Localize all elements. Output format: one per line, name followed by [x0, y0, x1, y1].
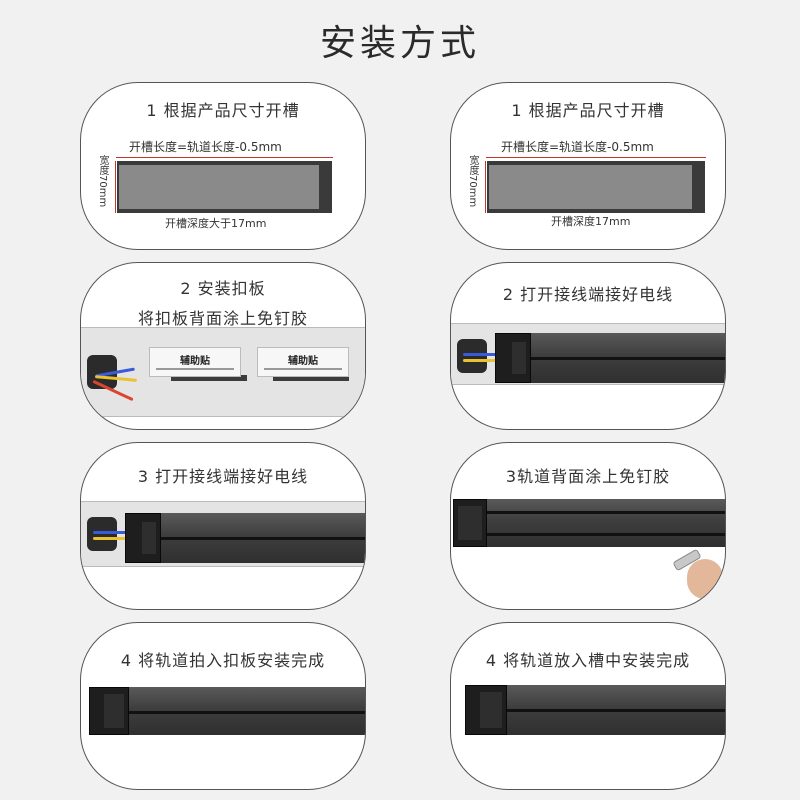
dimension-length-label: 开槽长度=轨道长度-0.5mm	[501, 140, 654, 154]
end-cap-panel	[458, 506, 482, 540]
hand	[687, 559, 723, 599]
rail-slot	[127, 711, 365, 714]
end-cap-panel	[104, 694, 124, 728]
sticker-fine-print	[156, 368, 234, 370]
rail-end-cap	[453, 499, 487, 547]
step-card-groove-left: 1 根据产品尺寸开槽 开槽长度=轨道长度-0.5mm 宽度70mm 开槽深度大于…	[80, 82, 366, 250]
step-title: 3轨道背面涂上免钉胶	[505, 467, 671, 486]
step-card-snap-rail: 4 将轨道拍入扣板安装完成	[80, 622, 366, 790]
step-card-place-rail: 4 将轨道放入槽中安装完成	[450, 622, 726, 790]
light-rail-back	[453, 499, 725, 547]
wire-yellow	[463, 359, 497, 362]
step-title: 4 将轨道拍入扣板安装完成	[120, 651, 326, 670]
end-cap-panel	[142, 522, 156, 554]
step-title: 3 打开接线端接好电线	[137, 467, 309, 486]
dimension-length-label: 开槽长度=轨道长度-0.5mm	[129, 140, 282, 154]
wire-blue	[93, 531, 127, 534]
mounting-plate	[273, 375, 349, 381]
rail-groove	[487, 511, 725, 514]
step-card-glue-rail: 3轨道背面涂上免钉胶	[450, 442, 726, 610]
sticker-label: 辅助贴	[180, 356, 210, 367]
step-title: 2 打开接线端接好电线	[502, 285, 674, 304]
step-subtitle: 将扣板背面涂上免钉胶	[137, 309, 308, 328]
dimension-depth-label: 开槽深度大于17mm	[165, 217, 267, 230]
rail-groove	[487, 533, 725, 536]
dimension-width-label: 宽度70mm	[467, 155, 478, 208]
mounting-plate	[171, 375, 247, 381]
groove-cavity	[489, 165, 692, 209]
rail-end-cap	[465, 685, 507, 735]
step-card-install-plate: 2 安装扣板 将扣板背面涂上免钉胶 辅助贴 辅助贴	[80, 262, 366, 430]
step-card-connect-wires-left: 3 打开接线端接好电线	[80, 442, 366, 610]
rail-slot	[505, 709, 725, 712]
end-cap-panel	[512, 342, 526, 374]
step-title: 1 根据产品尺寸开槽	[511, 101, 665, 120]
dimension-width-label: 宽度70mm	[97, 155, 108, 208]
dimension-depth-label: 开槽深度17mm	[551, 215, 631, 228]
junction-box	[457, 339, 487, 373]
dimension-length-line	[116, 157, 333, 158]
assist-sticker-right: 辅助贴	[257, 347, 349, 377]
rail-end-cap	[495, 333, 531, 383]
step-title: 1 根据产品尺寸开槽	[146, 101, 300, 120]
sticker-label: 辅助贴	[288, 356, 318, 367]
rail-slot	[529, 357, 725, 360]
sticker-fine-print	[264, 368, 342, 370]
assist-sticker-left: 辅助贴	[149, 347, 241, 377]
dimension-length-line	[486, 157, 706, 158]
step-title: 2 安装扣板	[180, 279, 266, 298]
rail-end-cap	[125, 513, 161, 563]
dimension-width-line	[115, 161, 116, 213]
junction-box	[87, 517, 117, 551]
step-card-groove-right: 1 根据产品尺寸开槽 开槽长度=轨道长度-0.5mm 宽度70mm 开槽深度17…	[450, 82, 726, 250]
step-card-connect-wires-right: 2 打开接线端接好电线	[450, 262, 726, 430]
rail-slot	[159, 537, 365, 540]
rail-end-cap	[89, 687, 129, 735]
wire-blue	[463, 353, 497, 356]
dimension-width-line	[485, 161, 486, 213]
page-title: 安装方式	[319, 23, 480, 64]
groove-cavity	[119, 165, 319, 209]
wire-yellow	[93, 537, 127, 540]
end-cap-panel	[480, 692, 502, 728]
step-title: 4 将轨道放入槽中安装完成	[485, 651, 691, 670]
